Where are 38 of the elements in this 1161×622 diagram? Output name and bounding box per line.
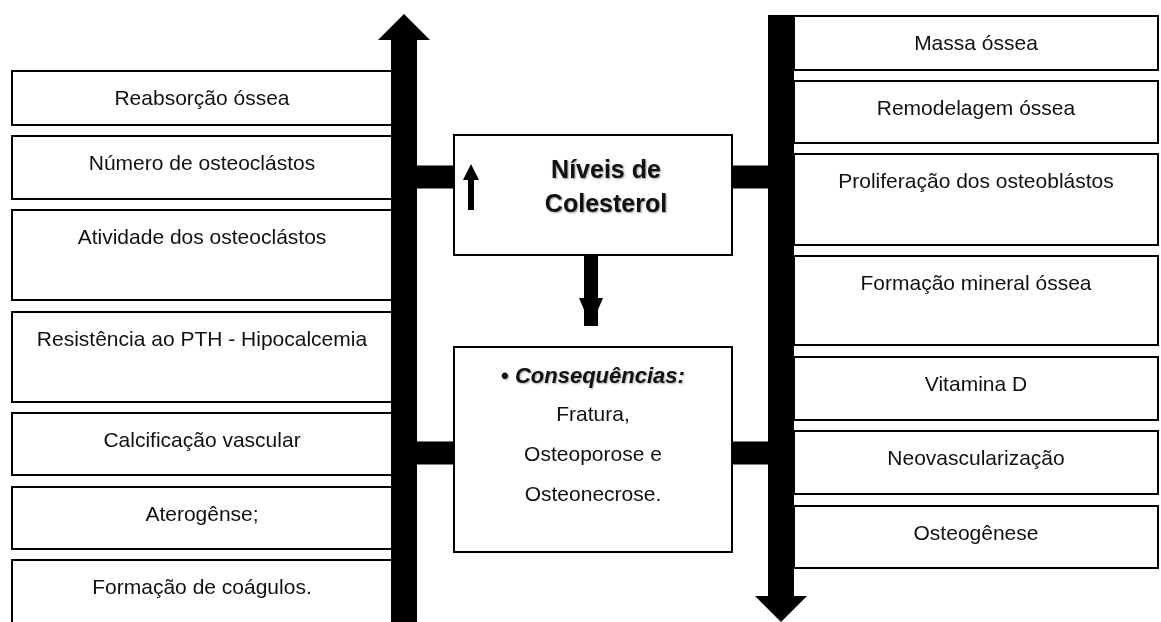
list-box <box>11 209 393 301</box>
list-box <box>793 505 1159 569</box>
list-box <box>11 135 393 200</box>
connector-bar <box>417 441 453 465</box>
item-text: Osteogênese <box>913 520 1039 546</box>
item-text: Formação mineral óssea <box>860 270 1092 296</box>
connector-bar <box>417 165 453 189</box>
connector-bar <box>733 165 768 189</box>
central-box <box>453 346 733 553</box>
list-box <box>793 430 1159 495</box>
heading-text: • Consequências: <box>501 362 685 390</box>
list-box <box>11 311 393 403</box>
item-text: Neovascularização <box>887 445 1065 471</box>
item-text: Vitamina D <box>924 371 1028 397</box>
arrow <box>579 256 603 326</box>
item-text: Número de osteoclástos <box>88 150 316 176</box>
list-box <box>793 153 1159 246</box>
list-box <box>793 15 1159 71</box>
item-text: Reabsorção óssea <box>114 85 290 111</box>
central-box <box>453 134 733 256</box>
body-text: Fratura, Osteoporose e Osteonecrose. <box>523 401 663 507</box>
list-box <box>793 255 1159 346</box>
list-box <box>793 356 1159 421</box>
item-text: Aterogênse; <box>145 501 259 527</box>
heading-text: Níveis de Colesterol <box>543 154 669 219</box>
item-text: Proliferação dos osteoblástos <box>838 168 1114 194</box>
item-text: Formação de coágulos. <box>92 574 312 600</box>
item-text: Massa óssea <box>914 30 1038 56</box>
item-text: Remodelagem óssea <box>876 95 1076 121</box>
list-box <box>11 486 393 550</box>
connector-bar <box>733 441 768 465</box>
item-text: Calcificação vascular <box>103 427 301 453</box>
list-box <box>11 70 393 126</box>
list-box <box>11 559 393 622</box>
item-text: Atividade dos osteoclástos <box>77 224 327 250</box>
list-box <box>793 80 1159 144</box>
item-text: Resistência ao PTH - Hipocalcemia <box>36 326 368 352</box>
list-box <box>11 412 393 476</box>
